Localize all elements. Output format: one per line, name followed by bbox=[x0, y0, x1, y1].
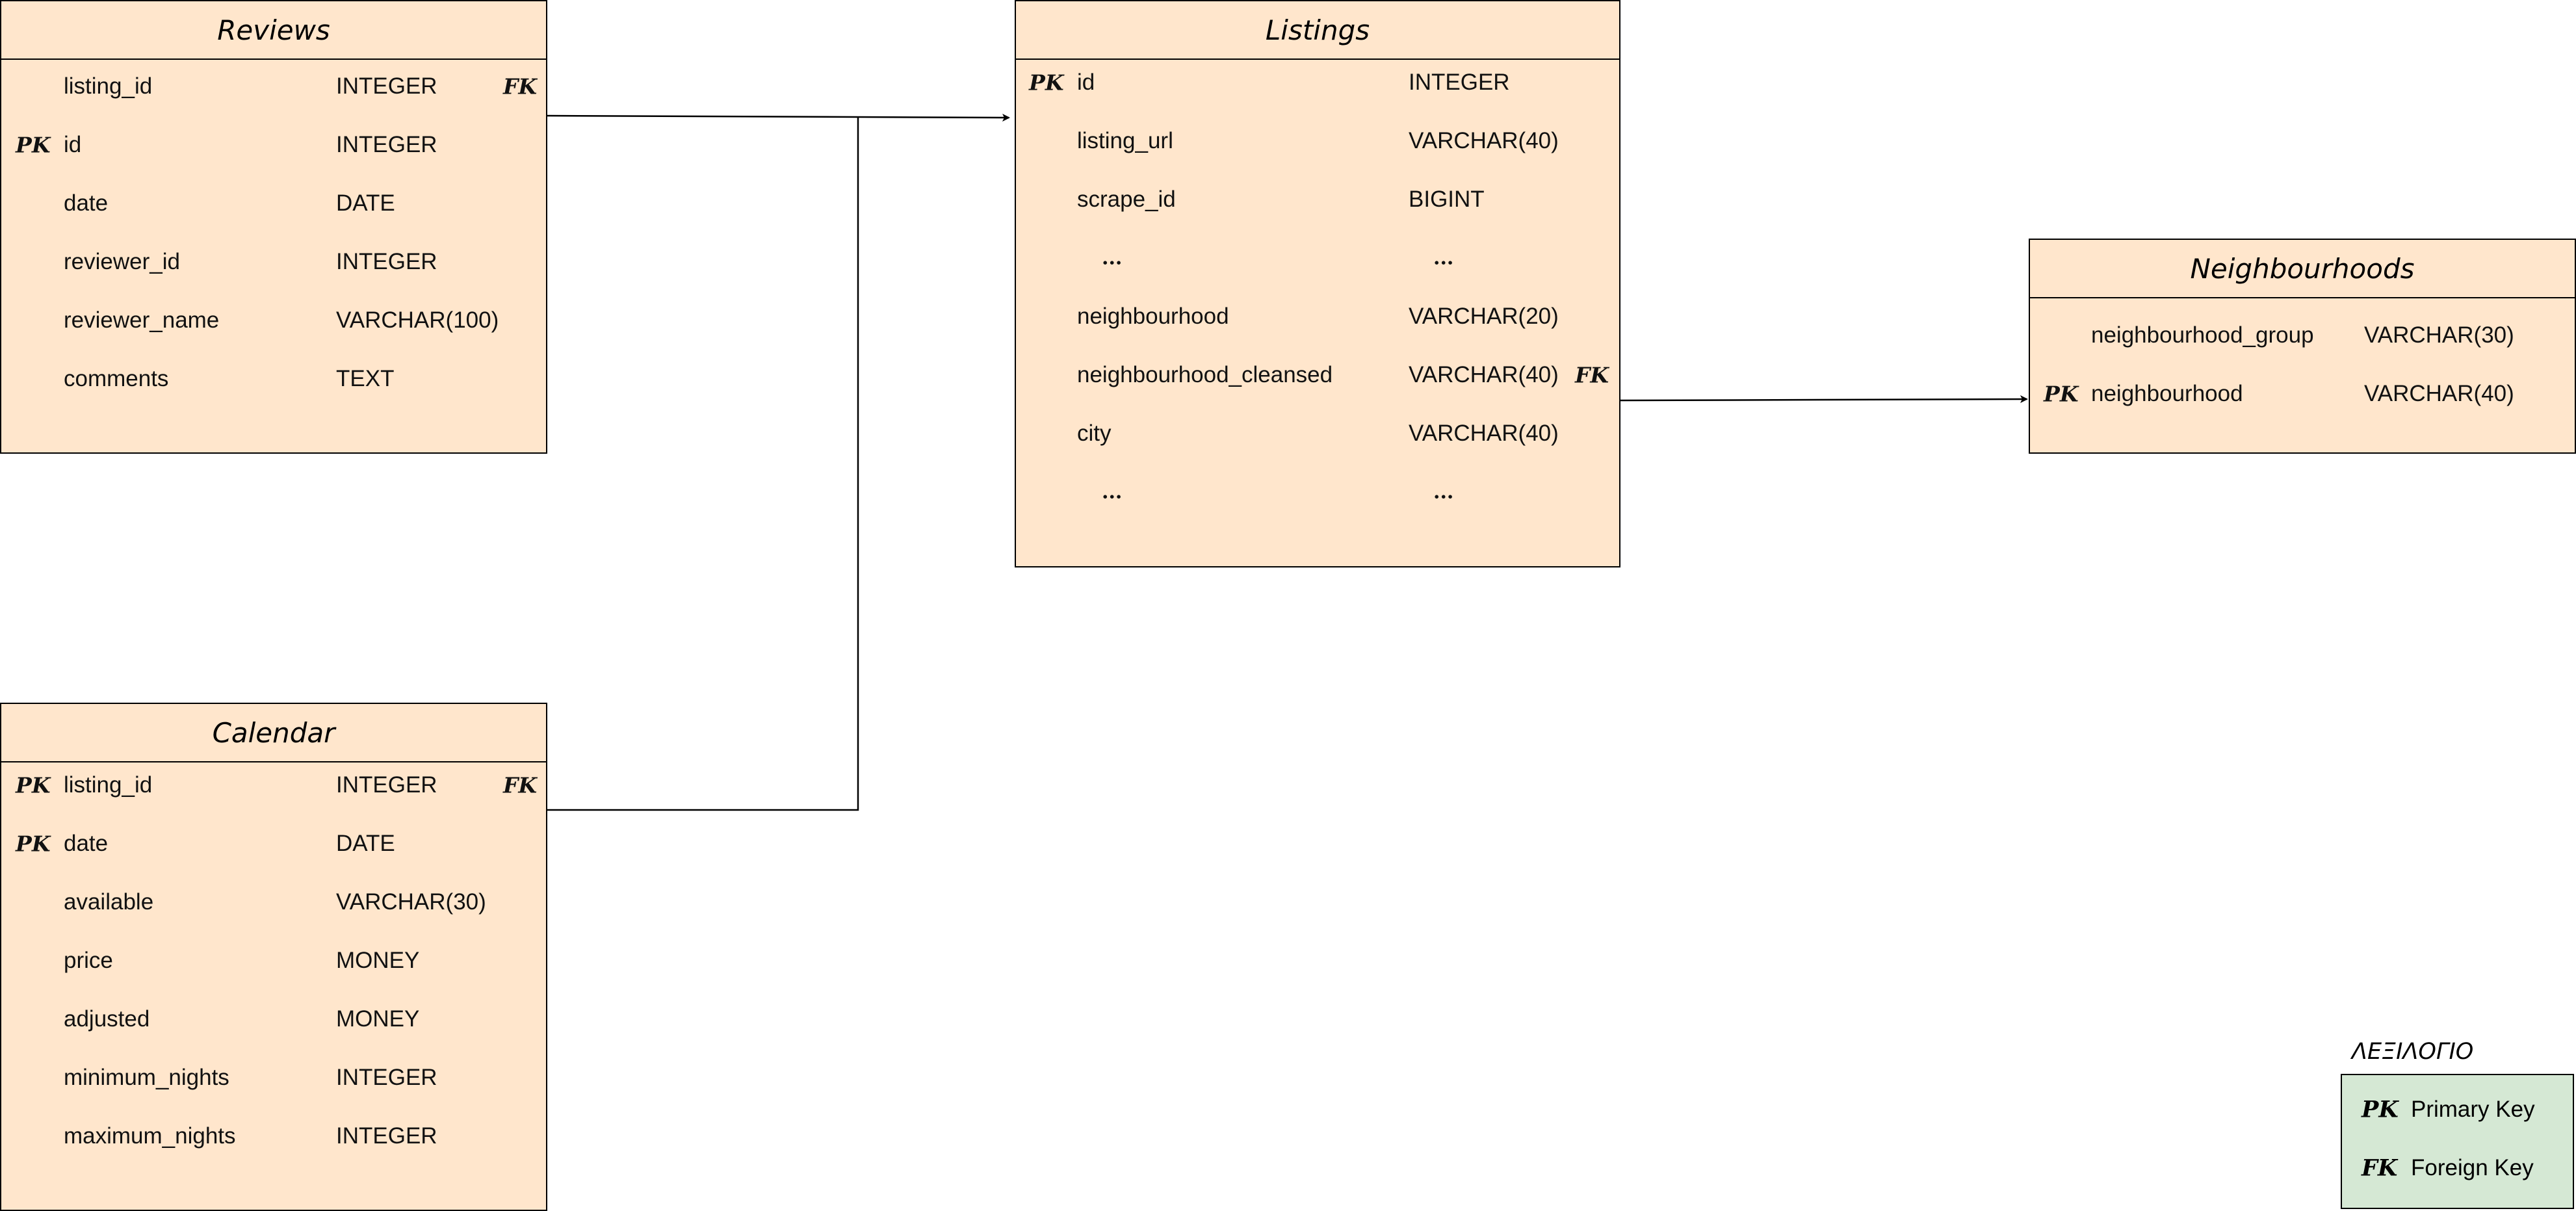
column-name: reviewer_id bbox=[64, 249, 180, 274]
column-row: comments TEXT bbox=[1, 350, 546, 408]
primary-key-marker: PK bbox=[2044, 381, 2079, 407]
column-name: listing_id bbox=[64, 772, 153, 798]
pk-key-label: PK bbox=[2361, 1096, 2399, 1123]
column-row: reviewer_name VARCHAR(100) bbox=[1, 291, 546, 350]
column-row: PK id INTEGER bbox=[1016, 53, 1619, 112]
column-row: PK date DATE bbox=[1, 814, 546, 873]
column-type: DATE bbox=[336, 190, 395, 216]
legend-item-fk: FK Foreign Key bbox=[2342, 1139, 2573, 1197]
column-row: available VARCHAR(30) bbox=[1, 873, 546, 931]
column-row: adjusted MONEY bbox=[1, 990, 546, 1048]
neighbourhoods-table-title: Neighbourhoods bbox=[2030, 240, 2575, 298]
foreign-key-marker: FK bbox=[1575, 362, 1609, 388]
column-type: MONEY bbox=[336, 1006, 420, 1032]
column-type: INTEGER bbox=[336, 249, 437, 274]
column-name: price bbox=[64, 948, 113, 973]
column-name: maximum_nights bbox=[64, 1123, 236, 1149]
primary-key-marker: PK bbox=[16, 831, 51, 857]
fk-key-label: FK bbox=[2361, 1154, 2398, 1182]
column-name: neighbourhood bbox=[1077, 304, 1229, 329]
column-row: PK id INTEGER bbox=[1, 116, 546, 174]
foreign-key-marker: FK bbox=[503, 73, 538, 99]
column-row: neighbourhood_group VARCHAR(30) bbox=[2030, 306, 2575, 365]
column-name: adjusted bbox=[64, 1006, 150, 1032]
column-type: VARCHAR(20) bbox=[1409, 304, 1559, 329]
column-type: INTEGER bbox=[336, 772, 437, 798]
column-row: city VARCHAR(40) bbox=[1016, 404, 1619, 463]
column-row: neighbourhood VARCHAR(20) bbox=[1016, 287, 1619, 346]
column-type: DATE bbox=[336, 831, 395, 856]
column-row: listing_id INTEGER FK bbox=[1, 57, 546, 116]
column-name: city bbox=[1077, 421, 1112, 446]
column-row: scrape_id BIGINT bbox=[1016, 170, 1619, 229]
column-row: date DATE bbox=[1, 174, 546, 233]
legend-item-pk: PK Primary Key bbox=[2342, 1080, 2573, 1139]
column-type: VARCHAR(40) bbox=[1409, 362, 1559, 387]
column-type: INTEGER bbox=[336, 1123, 437, 1149]
column-name: reviewer_name bbox=[64, 307, 220, 333]
column-row: PK neighbourhood VARCHAR(40) bbox=[2030, 365, 2575, 423]
column-type: VARCHAR(40) bbox=[1409, 421, 1559, 446]
calendar-table-title: Calendar bbox=[1, 704, 546, 762]
column-name: neighbourhood_group bbox=[2091, 322, 2314, 348]
column-name: date bbox=[64, 190, 109, 216]
column-row: ...... bbox=[1016, 229, 1619, 287]
column-name: listing_id bbox=[64, 73, 153, 99]
column-type: INTEGER bbox=[336, 1065, 437, 1090]
column-row: price MONEY bbox=[1, 931, 546, 990]
column-name: neighbourhood bbox=[2091, 381, 2243, 406]
column-row: listing_url VARCHAR(40) bbox=[1016, 112, 1619, 170]
primary-key-marker: PK bbox=[16, 772, 51, 798]
column-type: VARCHAR(40) bbox=[2364, 381, 2514, 406]
column-type: MONEY bbox=[336, 948, 420, 973]
column-row: ...... bbox=[1016, 463, 1619, 521]
column-type: ... bbox=[1433, 480, 1454, 504]
column-type: VARCHAR(40) bbox=[1409, 128, 1559, 153]
legend-title: ΛΕΞΙΛΟΓΙΟ bbox=[2352, 1039, 2474, 1065]
column-type: VARCHAR(100) bbox=[336, 307, 499, 333]
column-row: maximum_nights INTEGER bbox=[1, 1107, 546, 1165]
column-name: date bbox=[64, 831, 109, 856]
column-row: PK listing_id INTEGER FK bbox=[1, 756, 546, 814]
legend-item-label: Foreign Key bbox=[2411, 1155, 2534, 1180]
column-type: BIGINT bbox=[1409, 187, 1485, 212]
column-row: neighbourhood_cleansed VARCHAR(40) FK bbox=[1016, 346, 1619, 404]
column-type: INTEGER bbox=[336, 73, 437, 99]
column-name: id bbox=[1077, 70, 1095, 95]
column-name: minimum_nights bbox=[64, 1065, 229, 1090]
calendar-to-listings-connector bbox=[547, 117, 859, 811]
reviews-to-listings-connector bbox=[547, 113, 1010, 122]
foreign-key-marker: FK bbox=[503, 772, 538, 798]
column-name: scrape_id bbox=[1077, 187, 1176, 212]
column-row: minimum_nights INTEGER bbox=[1, 1048, 546, 1107]
column-name: available bbox=[64, 889, 154, 915]
column-name: comments bbox=[64, 366, 169, 391]
column-name: ... bbox=[1102, 480, 1123, 504]
listings-table-title: Listings bbox=[1016, 1, 1619, 60]
legend-box: PK Primary Key FK Foreign Key bbox=[2341, 1074, 2574, 1209]
primary-key-marker: PK bbox=[1029, 70, 1064, 96]
column-type: ... bbox=[1433, 246, 1454, 270]
column-name: listing_url bbox=[1077, 128, 1173, 153]
legend-item-label: Primary Key bbox=[2411, 1097, 2535, 1122]
column-type: VARCHAR(30) bbox=[2364, 322, 2514, 348]
reviews-table-title: Reviews bbox=[1, 1, 546, 60]
column-type: INTEGER bbox=[1409, 70, 1510, 95]
primary-key-marker: PK bbox=[16, 132, 51, 158]
column-type: VARCHAR(30) bbox=[336, 889, 486, 915]
column-name: id bbox=[64, 132, 82, 157]
column-row: reviewer_id INTEGER bbox=[1, 233, 546, 291]
listings-to-neighbourhoods-connector bbox=[1620, 395, 2028, 404]
column-name: neighbourhood_cleansed bbox=[1077, 362, 1333, 387]
column-type: TEXT bbox=[336, 366, 395, 391]
column-type: INTEGER bbox=[336, 132, 437, 157]
column-name: ... bbox=[1102, 246, 1123, 270]
